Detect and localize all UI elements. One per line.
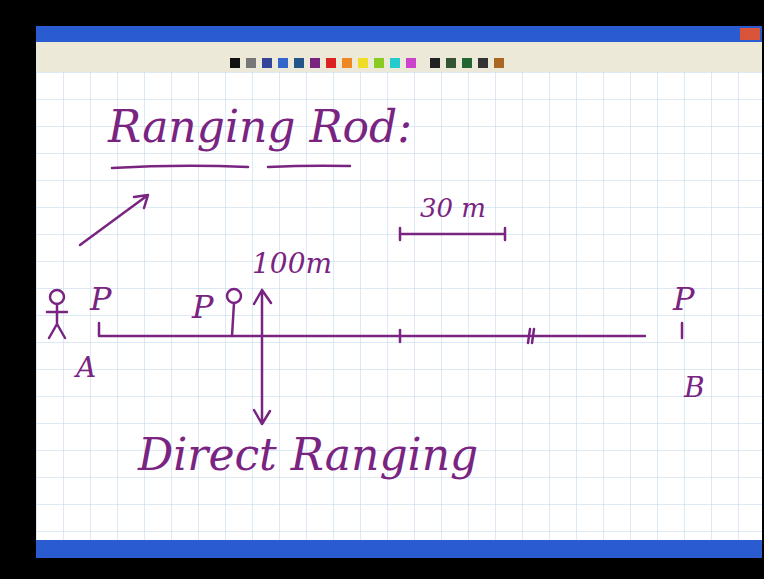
underline [268,166,350,167]
rod-label: P [673,281,695,318]
station-label: A [76,352,96,384]
ranging-rod [98,323,101,336]
direction-arrow [254,290,271,424]
ranging-rod [681,323,684,338]
survey-line [100,335,645,338]
grid [36,72,762,540]
person-symbol [232,303,234,336]
dimension-label: 30 m [420,194,486,224]
station-label: B [684,372,705,404]
person-symbol [227,289,241,303]
title-bar [36,26,762,42]
rod-label: P [90,281,112,318]
caption-note: Direct Ranging [138,430,478,481]
scale-bar [400,228,505,240]
paper [36,72,762,540]
chain-mark [400,329,534,343]
status-bar [36,540,762,558]
close-button [740,28,760,40]
heading: Ranging Rod: [108,102,412,153]
color-palette [230,58,504,68]
person-symbol [50,290,64,304]
person-symbol [47,304,67,338]
tool-bar [36,54,762,72]
menu-bar [36,42,762,54]
dimension-label: 100m [252,248,332,280]
rod-label: P [192,289,214,326]
pointer-arrow [80,195,148,245]
ink-drawing [47,166,682,424]
underline [112,166,248,168]
